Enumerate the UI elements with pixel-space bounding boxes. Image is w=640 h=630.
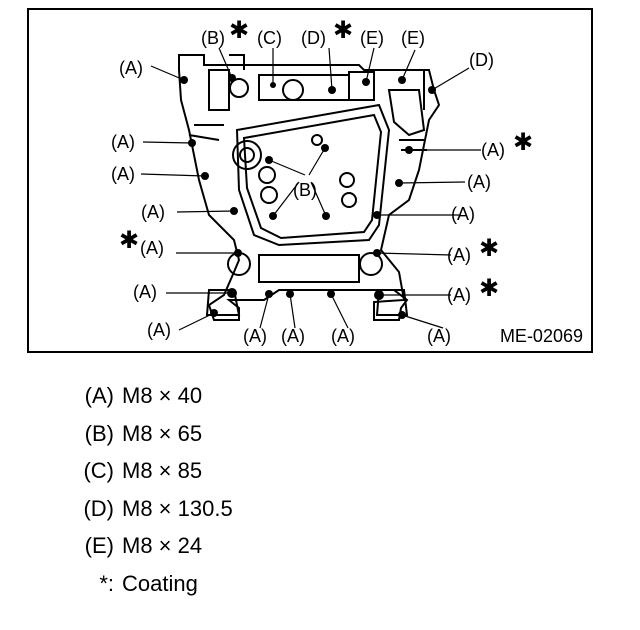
callout-a-bottom-3: (A) [331,326,355,346]
coating-mark-b-top: ✱ [229,16,249,44]
coating-mark-right-1: ✱ [513,128,533,156]
callout-a-top-left: (A) [119,58,143,78]
callout-a-bottom-left: (A) [147,320,171,340]
callout-labels: (B) (C) (D) (E) (E) (D) (A) (A) (A) (A) … [111,28,505,346]
callout-d-right: (D) [469,50,494,70]
callout-c-top: (C) [257,28,282,48]
callout-a-bottom-right: (A) [427,326,451,346]
callout-a-left-4: (A) [140,238,164,258]
callout-a-left-2: (A) [111,164,135,184]
callout-e-top-1: (E) [360,28,384,48]
legend-key: (D) [83,495,114,521]
coating-mark-right-5: ✱ [479,274,499,302]
callout-a-right-5: (A) [447,285,471,305]
legend-key: (C) [83,458,114,483]
callout-a-bottom-1: (A) [243,326,267,346]
callout-b-top: (B) [201,28,225,48]
callout-a-left-3: (A) [141,202,165,222]
coating-mark-left-4: ✱ [119,226,139,254]
callout-e-top-2: (E) [401,28,425,48]
leader-lines [140,47,481,331]
callout-a-right-2: (A) [467,172,491,192]
coating-mark-right-4: ✱ [479,234,499,262]
callout-b-center: (B) [293,180,317,200]
legend-key: (E) [84,533,114,558]
legend-value: M8 × 40 [122,383,203,408]
legend-value: Coating [122,570,198,596]
legend-key: (A) [84,383,114,408]
callout-d-top: (D) [301,28,326,48]
legend-value: M8 × 24 [122,533,203,558]
legend-key: *: [99,570,114,596]
legend-value: M8 × 130.5 [122,495,233,521]
legend-value: M8 × 65 [122,420,203,446]
callout-a-bottom-2: (A) [281,326,305,346]
diagram-frame: (B) (C) (D) (E) (E) (D) (A) (A) (A) (A) … [27,8,593,353]
callout-a-left-1: (A) [111,132,135,152]
callout-a-right-4: (A) [447,245,471,265]
coating-mark-d-top: ✱ [333,16,353,44]
engine-block-drawing: (B) (C) (D) (E) (E) (D) (A) (A) (A) (A) … [111,16,533,346]
legend-key: (B) [84,420,114,446]
legend-value: M8 × 85 [122,458,203,483]
callout-a-right-3: (A) [451,204,475,224]
callout-a-right-1: (A) [481,140,505,160]
callout-a-left-5: (A) [133,282,157,302]
figure-id: ME-02069 [499,326,583,346]
coating-marks: ✱ ✱ ✱ ✱ ✱ ✱ [119,16,533,302]
